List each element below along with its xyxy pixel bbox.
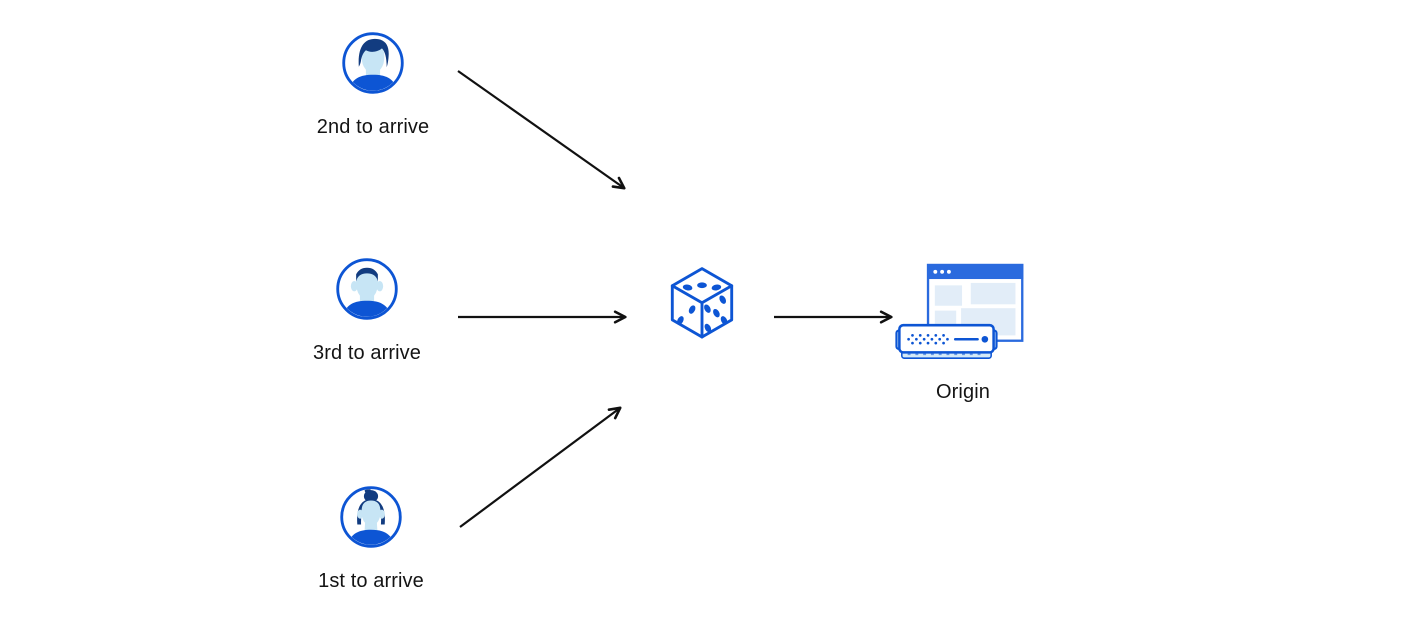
origin-icon-group (895, 263, 1024, 359)
male-avatar-swept-hair-icon (342, 32, 404, 94)
user-node-1st: 1st to arrive (296, 483, 446, 592)
user-node-2nd: 2nd to arrive (298, 29, 448, 138)
male-avatar-short-hair-icon (336, 258, 398, 320)
female-avatar-bun-icon (340, 486, 402, 548)
user-label-2nd: 2nd to arrive (316, 116, 430, 138)
dice-icon (670, 267, 734, 339)
dice-node (666, 265, 738, 346)
user-label-3rd: 3rd to arrive (312, 342, 421, 364)
origin-label: Origin (936, 381, 990, 403)
server-icon (895, 323, 998, 359)
origin-node: Origin (893, 262, 1033, 403)
arrow-user-2nd-to-dice (457, 70, 626, 190)
user-node-3rd: 3rd to arrive (292, 255, 442, 364)
arrow-user-1st-to-dice (459, 406, 622, 528)
user-label-1st: 1st to arrive (318, 570, 424, 592)
